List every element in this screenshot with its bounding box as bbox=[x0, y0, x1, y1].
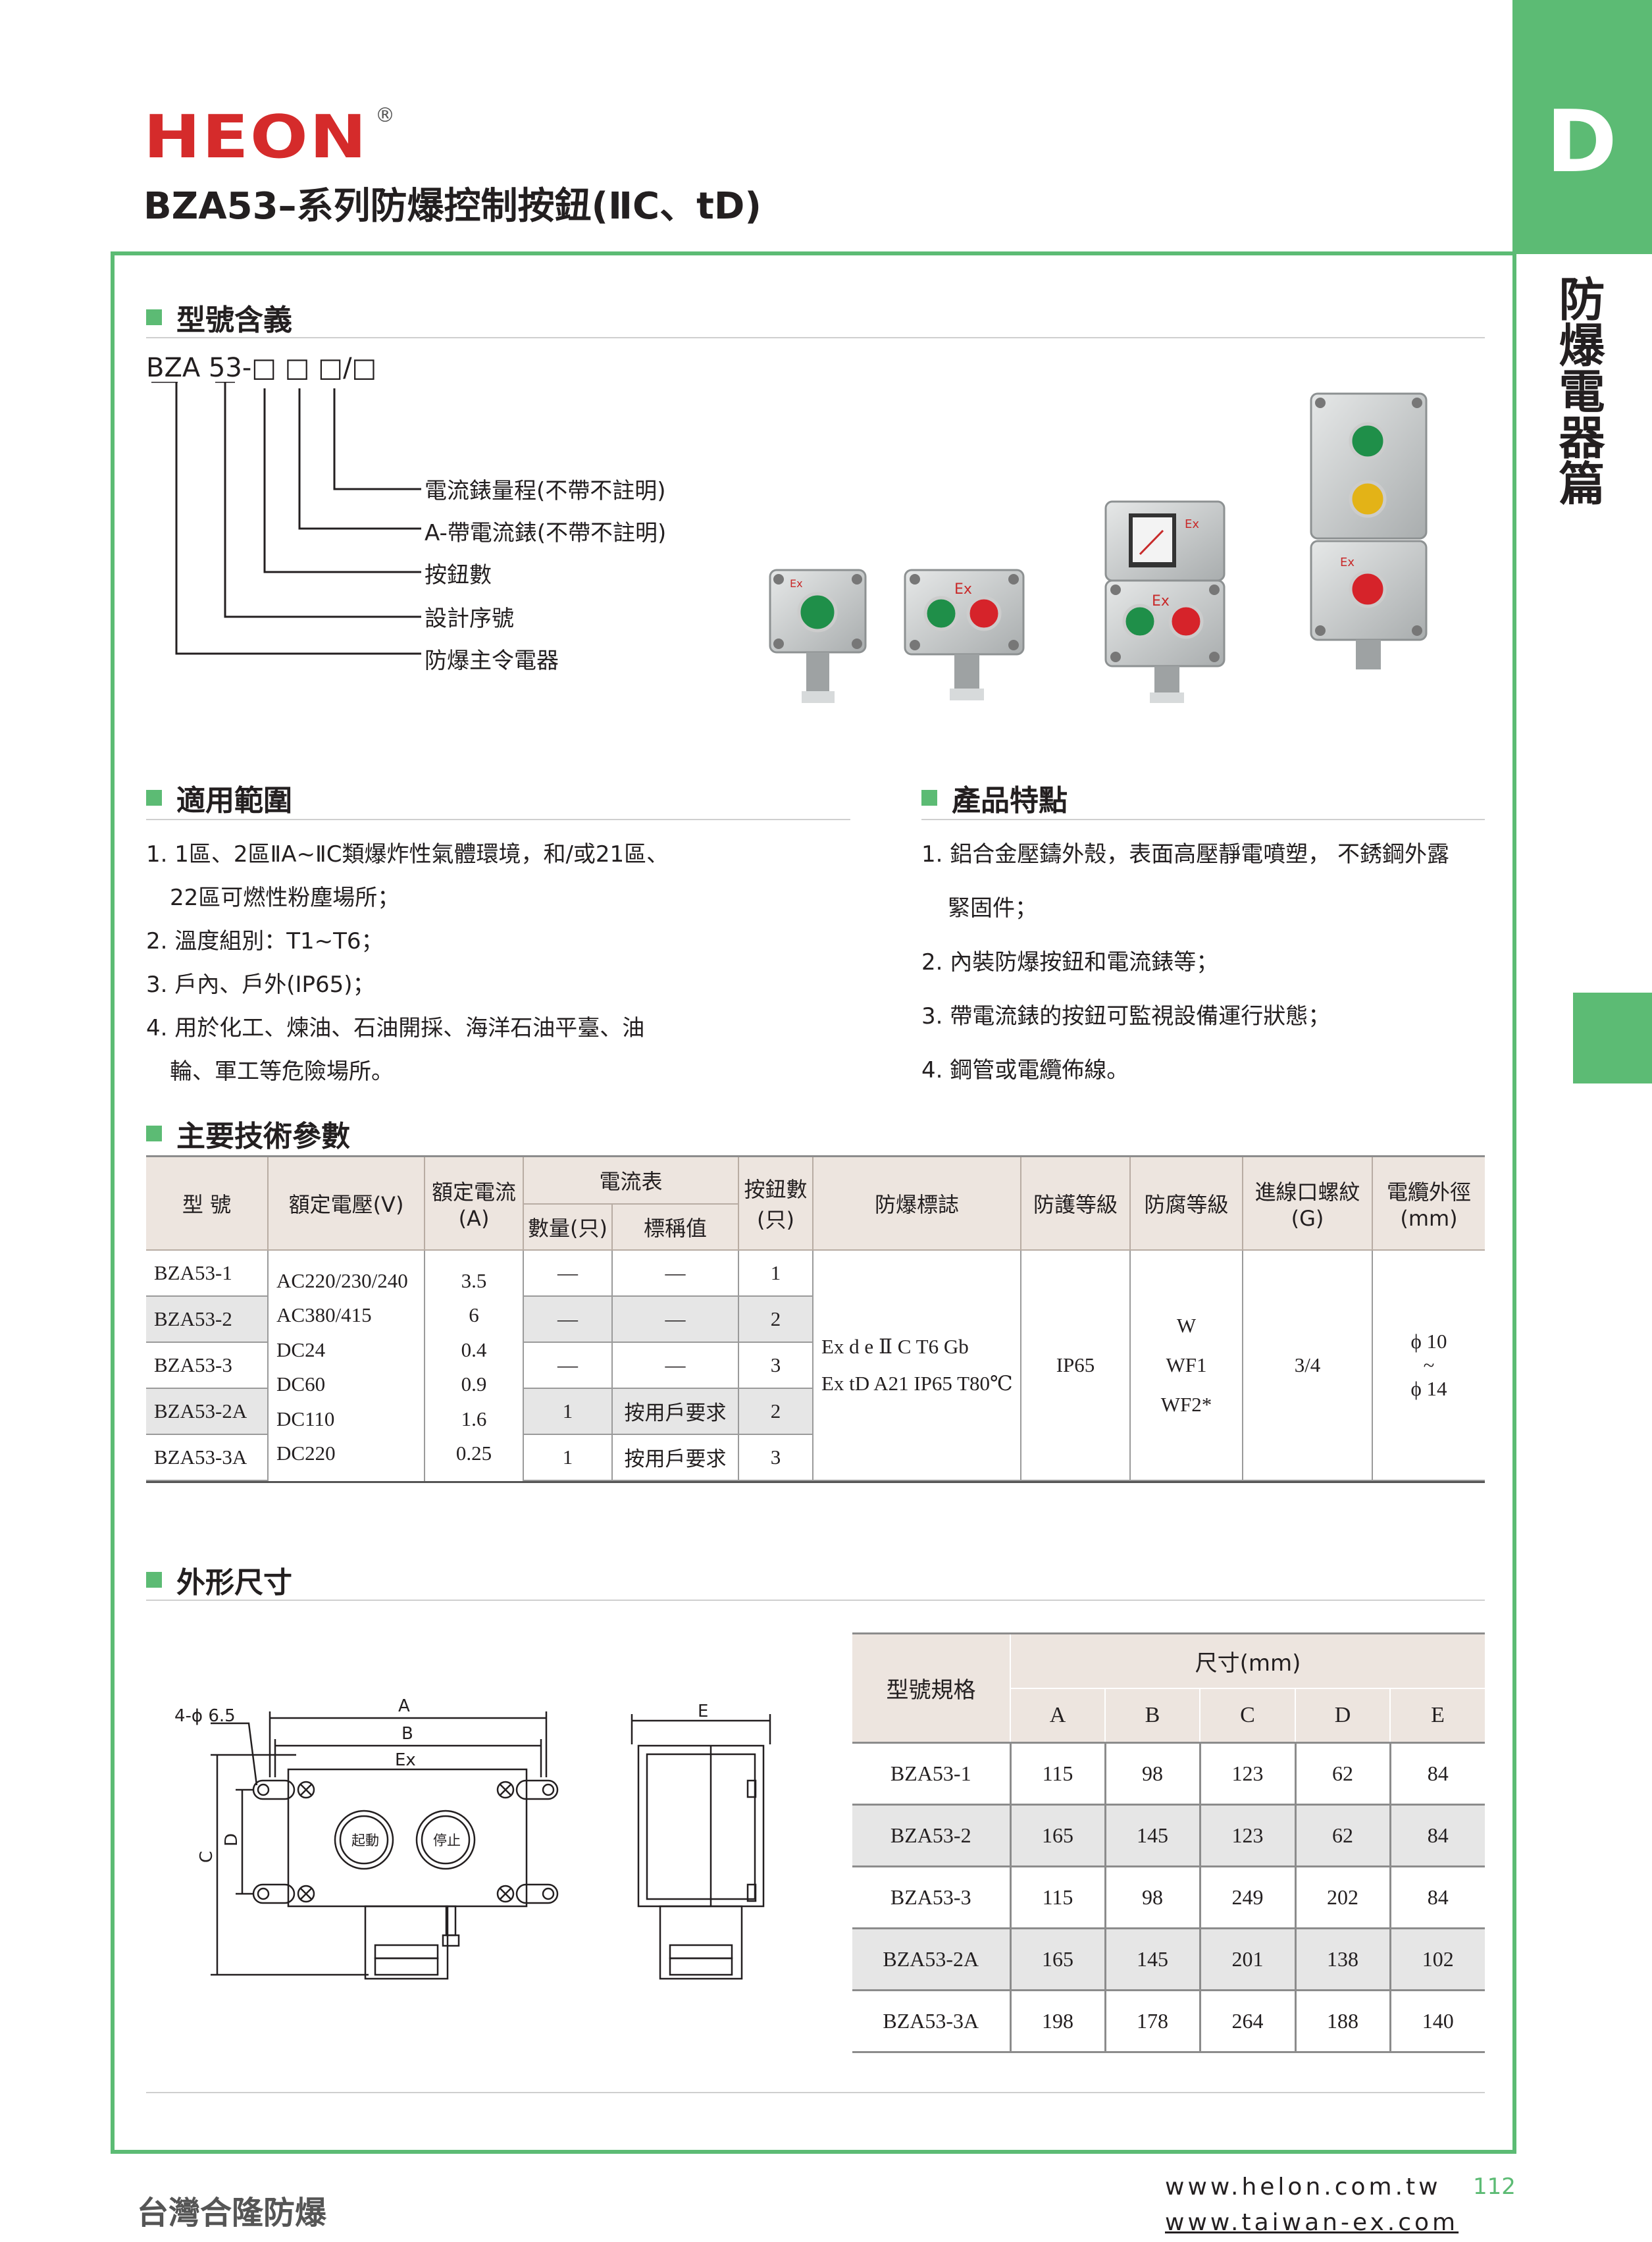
model-meaning-heading: 型號含義 bbox=[146, 296, 292, 338]
application-line: 22區可燃性粉塵場所； bbox=[170, 885, 400, 911]
legend-item: 防爆主令電器 bbox=[425, 648, 559, 674]
cable-cell: ϕ 10~ϕ 14 bbox=[1372, 1249, 1485, 1481]
svg-text:D: D bbox=[222, 1833, 242, 1846]
col-header-model: 型 號 bbox=[146, 1156, 269, 1251]
page-number: 112 bbox=[1473, 2174, 1516, 2200]
content-frame bbox=[111, 251, 1516, 2154]
side-tab-label: 防爆電器篇 bbox=[1551, 275, 1605, 506]
features-line: 3. 帶電流錶的按鈕可監視設備運行狀態； bbox=[921, 1003, 1331, 1030]
svg-text:Ex: Ex bbox=[395, 1750, 416, 1770]
svg-text:Ex: Ex bbox=[954, 581, 972, 598]
svg-text:C: C bbox=[197, 1851, 217, 1863]
svg-text:Ex: Ex bbox=[790, 577, 803, 590]
legend-item: A-帶電流錶(不帶不註明) bbox=[425, 520, 667, 546]
device-single-button: Ex bbox=[769, 569, 867, 703]
application-line: 1. 1區、2區ⅡA~ⅡC類爆炸性氣體環境，和/或21區、 bbox=[146, 841, 669, 868]
application-line: 3. 戶內、戶外(IP65)； bbox=[146, 972, 375, 998]
table-row: BZA53-2A 1 按用戶要求 2 bbox=[146, 1388, 1485, 1435]
section-bullet-icon bbox=[921, 790, 937, 806]
section-bullet-icon bbox=[146, 309, 162, 325]
col-header-spec: 型號規格 bbox=[852, 1633, 1011, 1744]
svg-text:起動: 起動 bbox=[351, 1833, 379, 1848]
ip-cell: IP65 bbox=[1021, 1249, 1131, 1481]
col-header-buttons: 按鈕數(只) bbox=[738, 1156, 813, 1251]
svg-text:Ex: Ex bbox=[1152, 593, 1170, 610]
side-tab: D bbox=[1512, 0, 1652, 254]
tech-params-table: 型 號 額定電壓(V) 額定電流(A) 電流表 按鈕數(只) 防爆標誌 防護等級… bbox=[146, 1155, 1485, 1483]
tech-params-heading: 主要技術參數 bbox=[146, 1112, 350, 1155]
thread-cell: 3/4 bbox=[1243, 1249, 1373, 1481]
col-header-ammeter-rating: 標稱值 bbox=[612, 1203, 739, 1251]
features-heading: 產品特點 bbox=[921, 777, 1068, 819]
dimension-drawing: A B 4-ϕ 6.5 Ex E C D 起動 停止 bbox=[174, 1696, 771, 1980]
brand-logo-text: HEON bbox=[143, 103, 369, 172]
application-line: 4. 用於化工、煉油、石油開採、海洋石油平臺、油 bbox=[146, 1015, 645, 1041]
col-header-thread: 進線口螺紋(G) bbox=[1243, 1156, 1373, 1251]
table-row: BZA53-3A 1 按用戶要求 3 bbox=[146, 1434, 1485, 1481]
col-header-ammeter: 電流表 bbox=[523, 1156, 739, 1205]
svg-text:停止: 停止 bbox=[433, 1833, 461, 1848]
footer-url-1[interactable]: www.helon.com.tw bbox=[1165, 2174, 1441, 2201]
features-line: 緊固件； bbox=[948, 895, 1037, 922]
col-header-anticorr: 防腐等級 bbox=[1130, 1156, 1243, 1251]
device-three-buttons: Ex bbox=[1310, 392, 1428, 669]
legend-item: 電流錶量程(不帶不註明) bbox=[425, 478, 666, 504]
svg-text:4-ϕ 6.5: 4-ϕ 6.5 bbox=[174, 1706, 236, 1726]
features-line: 2. 內裝防爆按鈕和電流錶等； bbox=[921, 949, 1219, 976]
col-header-ex-mark: 防爆標誌 bbox=[813, 1156, 1021, 1251]
table-row: BZA53-2 — — 2 bbox=[146, 1295, 1485, 1343]
footer-company: 台灣合隆防爆 bbox=[137, 2195, 327, 2231]
application-line: 輪、軍工等危險場所。 bbox=[170, 1058, 394, 1085]
col-header-voltage: 額定電壓(V) bbox=[268, 1156, 425, 1251]
application-heading: 適用範圍 bbox=[146, 777, 292, 819]
section-bullet-icon bbox=[146, 1126, 162, 1141]
section-bullet-icon bbox=[146, 790, 162, 806]
col-header-current: 額定電流(A) bbox=[425, 1156, 524, 1251]
page-title: BZA53–系列防爆控制按鈕(ⅡC、tD) bbox=[143, 185, 761, 228]
svg-text:Ex: Ex bbox=[1340, 556, 1355, 569]
features-line: 1. 鋁合金壓鑄外殼，表面高壓靜電噴塑， 不銹鋼外露 bbox=[921, 841, 1450, 868]
features-line: 4. 鋼管或電纜佈線。 bbox=[921, 1057, 1129, 1083]
device-with-ammeter: Ex Ex bbox=[1104, 500, 1226, 703]
col-header-size: 尺寸(mm) bbox=[1010, 1633, 1485, 1689]
footer-url-2[interactable]: www.taiwan-ex.com bbox=[1165, 2209, 1459, 2236]
section-bullet-icon bbox=[146, 1572, 162, 1588]
product-photos: Ex Ex Ex Ex Ex bbox=[769, 392, 1428, 703]
side-tab-letter: D bbox=[1546, 91, 1617, 192]
col-header-ammeter-qty: 數量(只) bbox=[523, 1203, 613, 1251]
brand-logo: HEON ® bbox=[143, 103, 395, 172]
device-two-buttons: Ex bbox=[904, 569, 1025, 700]
col-header-ip: 防護等級 bbox=[1021, 1156, 1131, 1251]
svg-text:A: A bbox=[398, 1696, 410, 1716]
registered-mark: ® bbox=[375, 104, 395, 127]
svg-text:Ex: Ex bbox=[1185, 517, 1199, 531]
table-row: BZA53-3 — — 3 bbox=[146, 1342, 1485, 1389]
model-legend-lines bbox=[151, 382, 421, 655]
dimensions-heading: 外形尺寸 bbox=[146, 1559, 292, 1601]
application-line: 2. 溫度組別：T1~T6； bbox=[146, 928, 384, 954]
legend-item: 按鈕數 bbox=[425, 562, 492, 588]
legend-item: 設計序號 bbox=[425, 606, 514, 632]
svg-text:E: E bbox=[698, 1702, 708, 1721]
col-header-cable: 電纜外徑(mm) bbox=[1372, 1156, 1485, 1251]
model-code: BZA 53-□ □ □/□ bbox=[146, 353, 377, 383]
side-marker bbox=[1573, 993, 1652, 1083]
svg-text:B: B bbox=[401, 1724, 413, 1744]
